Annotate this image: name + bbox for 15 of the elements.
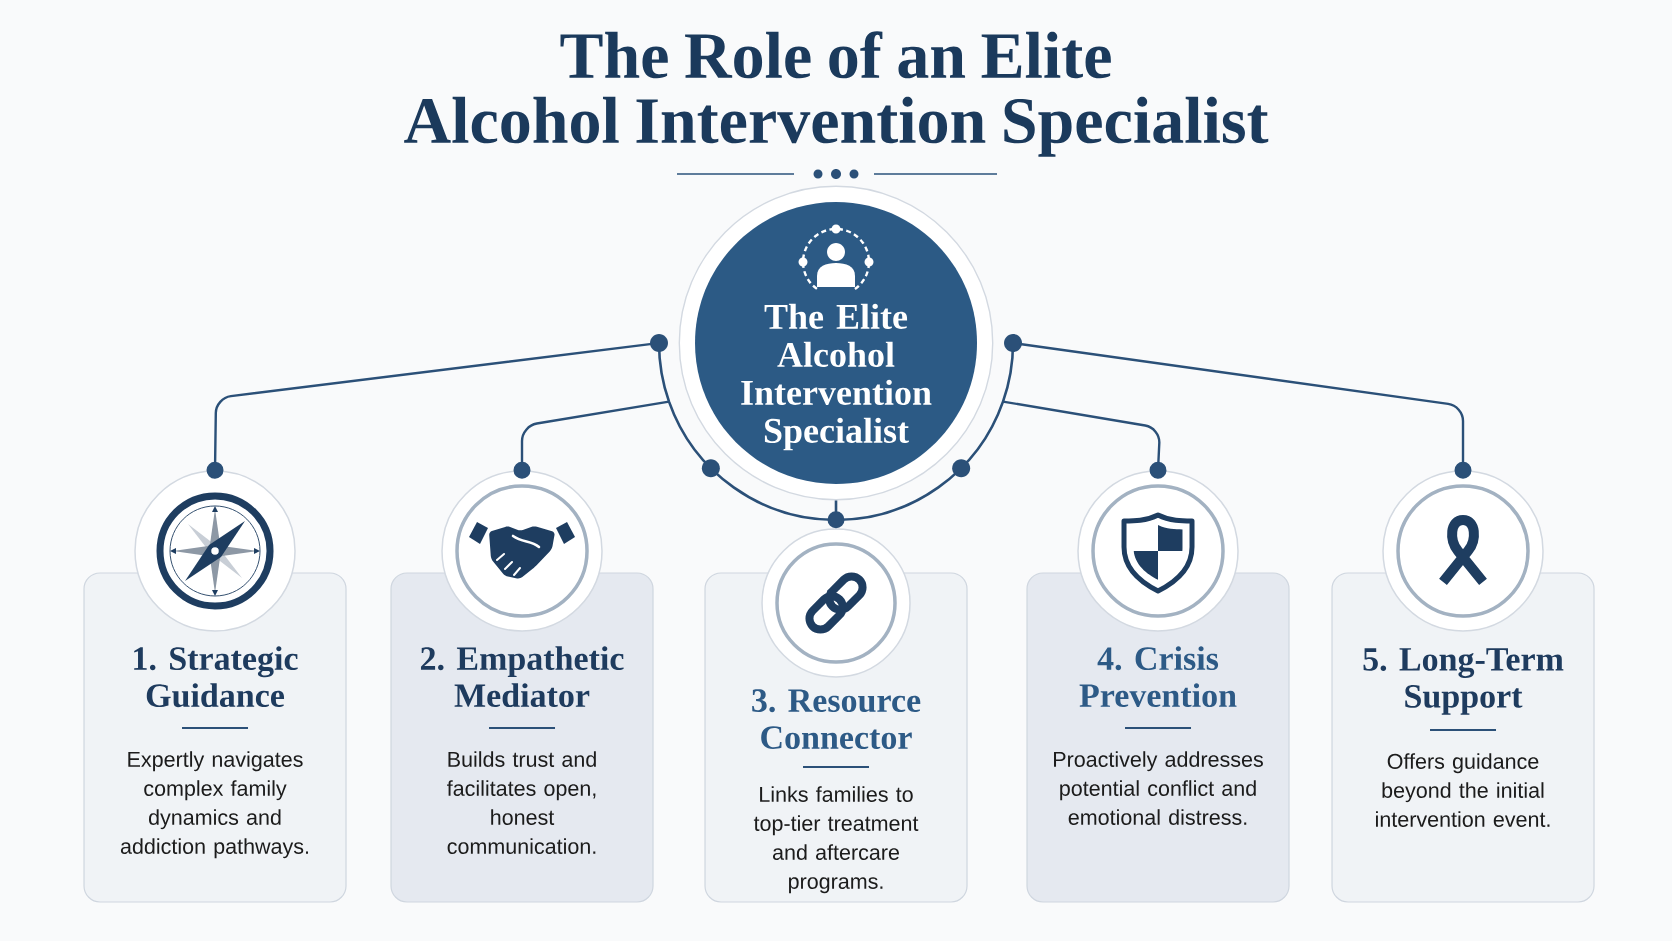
card-heading: 3. Resource Connector (752, 689, 921, 749)
card-heading: 1. Strategic Guidance (134, 646, 298, 708)
card-text: Offers guidance beyond the initial intervention event. (1376, 753, 1550, 827)
card-heading: 4. Crisis Prevention (1079, 646, 1237, 708)
card-text: Builds trust and facilitates open, honest communication. (447, 751, 596, 854)
card-text: Links families to top-tier treatment and aftercare programs. (753, 786, 919, 894)
title: The Role of an Elite Alcohol Intervention Specialist (404, 31, 1269, 157)
card-text: Proactively addresses potential conflict and emotional distress. (1054, 751, 1263, 825)
connector-line (1002, 400, 1167, 479)
card-heading: 2. Empathetic Mediator (421, 646, 624, 708)
card-heading: 5. Long-Term Support (1363, 648, 1564, 715)
card-text: Expertly navigates complex family dynamics and addiction pathways. (120, 751, 309, 859)
connector-line (206, 342, 653, 479)
connector-line (513, 400, 670, 479)
connector-line (1019, 342, 1472, 479)
